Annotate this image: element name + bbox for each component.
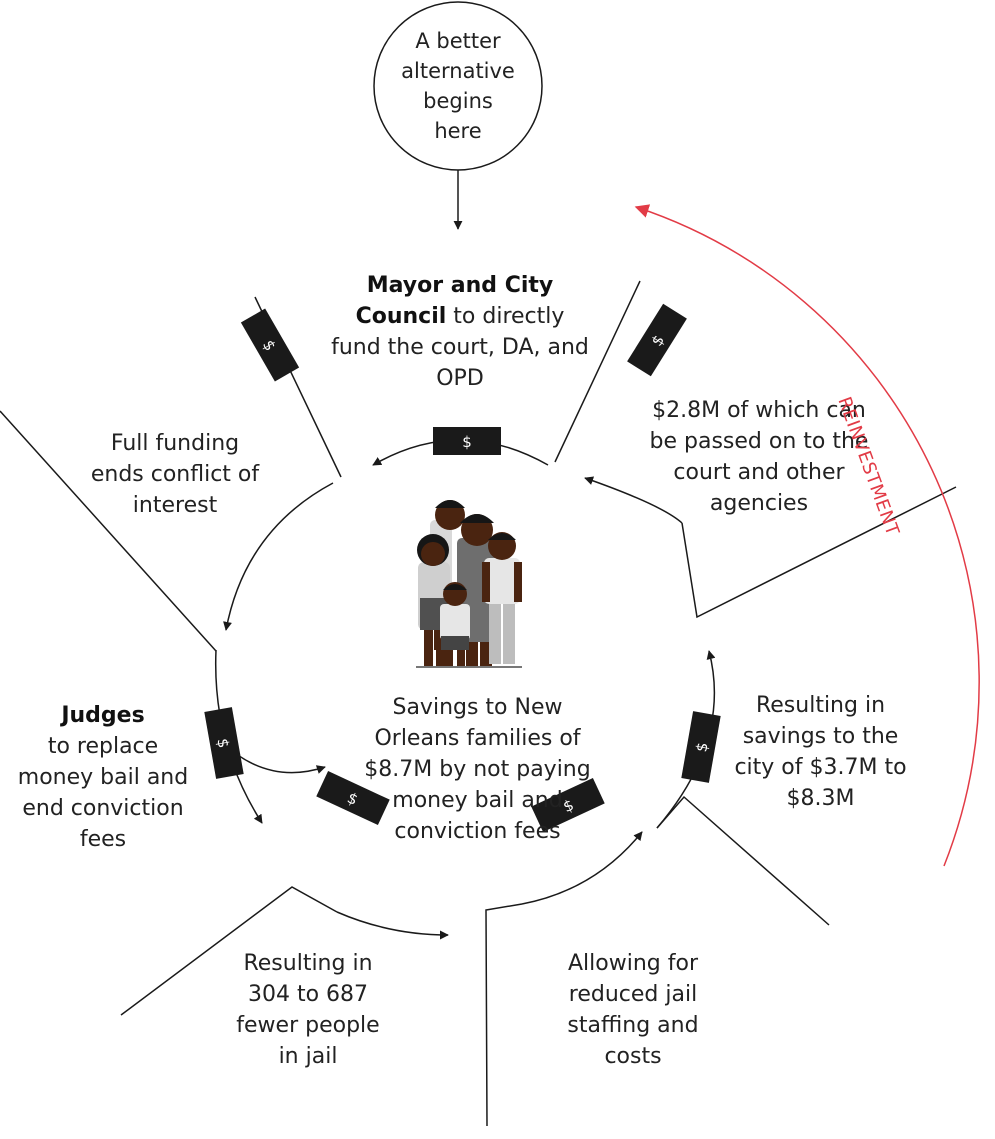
divider-left (0, 410, 217, 652)
step-mayor-city-council: Mayor and City Council to directly fund … (330, 270, 590, 394)
center-savings-text: Savings to New Orleans families of $8.7M… (360, 692, 595, 847)
money-bill: $ (240, 308, 300, 382)
step-reduced-jail: Allowing for reduced jail staffing and c… (565, 948, 701, 1072)
person-figure (482, 532, 522, 664)
money-symbol: $ (462, 433, 472, 451)
step-text: Full funding ends conflict of interest (90, 431, 260, 518)
divider-bottom (485, 903, 523, 1127)
step-bold-label: Mayor and City Council (355, 273, 554, 329)
reinvestment-arc (634, 204, 980, 867)
step-fewer-people: Resulting in 304 to 687 fewer people in … (228, 948, 388, 1072)
money-bill: $ (627, 303, 687, 377)
step-text: Resulting in savings to the city of $3.7… (734, 693, 907, 811)
divider-top-right (554, 280, 641, 463)
money-symbol: $ (692, 741, 711, 754)
step-city-savings: Resulting in savings to the city of $3.7… (728, 690, 913, 814)
money-bill: $ (433, 427, 501, 455)
divider-lower-left (120, 886, 338, 1016)
start-text: A better alternative begins here (401, 29, 515, 143)
money-bill: $ (204, 707, 244, 779)
divider-right (681, 486, 957, 619)
money-bill: $ (531, 777, 605, 833)
step-text: Allowing for reduced jail staffing and c… (567, 951, 699, 1069)
step-text: to replace money bail and end conviction… (17, 734, 189, 852)
money-symbol: $ (213, 737, 232, 750)
money-bill: $ (316, 770, 390, 826)
family-illustration (416, 500, 522, 668)
arc-lower-left (336, 911, 449, 940)
person-figure (440, 582, 470, 666)
money-bill: $ (681, 711, 721, 783)
arc-upper-right (584, 476, 683, 524)
arc-upper-left (223, 482, 334, 631)
center-text: Savings to New Orleans families of $8.7M… (364, 695, 591, 844)
step-full-funding: Full funding ends conflict of interest (90, 428, 260, 521)
step-passed-on: $2.8M of which can be passed on to the c… (641, 395, 877, 519)
step-bold-label: Judges (61, 703, 145, 728)
divider-lower-right (656, 795, 830, 926)
step-text: to directly fund the court, DA, and OPD (331, 304, 589, 391)
start-label: A better alternative begins here (374, 2, 542, 170)
step-text: $2.8M of which can be passed on to the c… (649, 398, 869, 516)
arc-bottom (521, 831, 643, 905)
step-text: Resulting in 304 to 687 fewer people in … (236, 951, 380, 1069)
step-judges: Judges to replace money bail and end conv… (8, 700, 198, 855)
